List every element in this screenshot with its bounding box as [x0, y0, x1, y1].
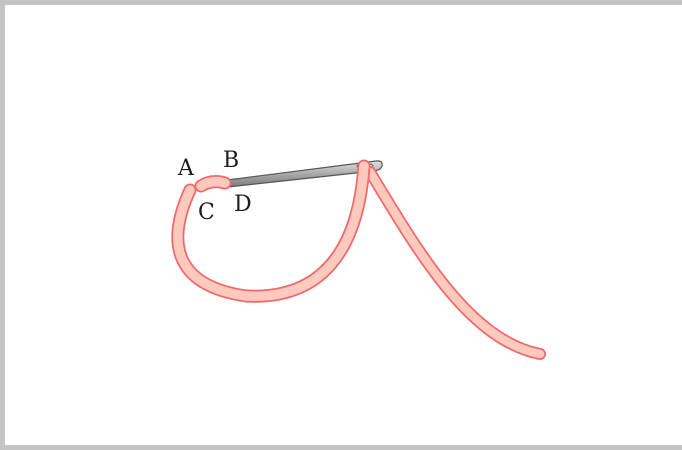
label-a: A [177, 156, 195, 181]
thread-loop-fill [173, 161, 369, 301]
label-b: B [223, 148, 239, 173]
stitch-segment-fill [196, 176, 230, 191]
thread-tail-fill [365, 167, 545, 359]
label-c: C [198, 200, 215, 225]
label-d: D [234, 192, 252, 217]
thread-tail [364, 166, 546, 360]
